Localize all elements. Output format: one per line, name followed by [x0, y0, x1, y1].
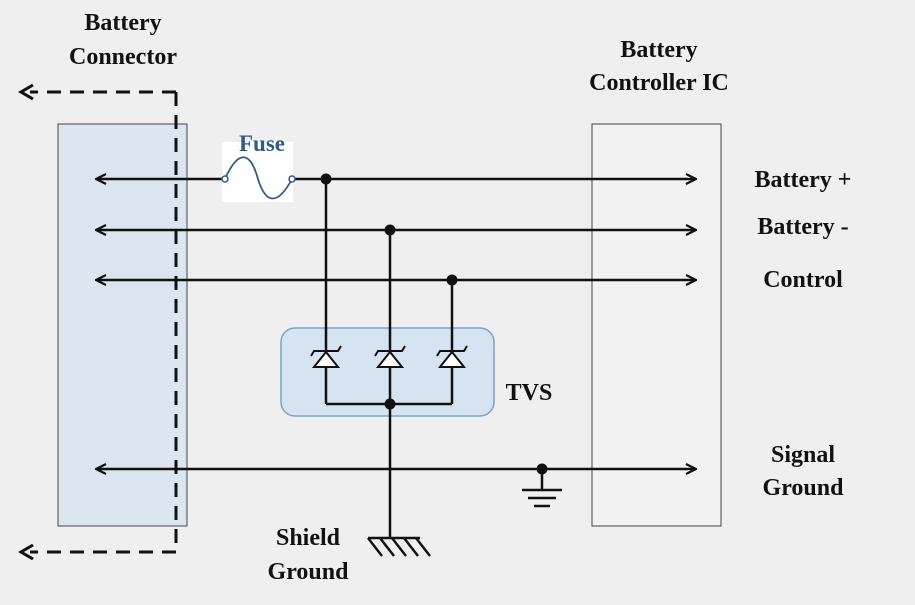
- tvs-diode-3: [436, 345, 468, 368]
- tvs-diode-2: [374, 345, 406, 368]
- fuse-terminal-left: [221, 175, 229, 183]
- connector-dashed-boundary: [30, 90, 178, 554]
- fuse-label: Fuse: [239, 131, 285, 156]
- signal-ground-symbol: [522, 469, 562, 508]
- junction-dot: [446, 274, 458, 286]
- dashed-arrowhead-bottom: [18, 543, 34, 561]
- battery-connector-label-line1: Battery: [84, 10, 161, 36]
- shield-ground-label-line1: Shield: [276, 525, 341, 551]
- tvs-diode-1: [310, 345, 342, 368]
- battery-minus-label: Battery -: [757, 214, 848, 240]
- control-label: Control: [763, 267, 843, 293]
- battery-controller-label-line2: Controller IC: [589, 70, 729, 96]
- signal-ground-label-line1: Signal: [771, 442, 835, 468]
- tvs-label: TVS: [506, 380, 553, 406]
- shield-ground-label-line2: Ground: [268, 559, 350, 585]
- battery-connector-label-line2: Connector: [69, 44, 177, 70]
- battery-connector-box: [57, 123, 188, 527]
- battery-controller-box: [591, 123, 722, 527]
- junction-dot: [384, 224, 396, 236]
- fuse-terminal-right: [288, 175, 296, 183]
- battery-plus-label: Battery +: [755, 167, 852, 193]
- battery-controller-label-line1: Battery: [620, 37, 697, 63]
- junction-dot: [384, 398, 396, 410]
- fuse-symbol: [224, 156, 293, 200]
- junction-dot: [320, 173, 332, 185]
- signal-ground-label-line2: Ground: [763, 475, 845, 501]
- fuse-box: [222, 142, 293, 202]
- shield-ground-symbol: [367, 536, 431, 557]
- dashed-arrowhead-top: [18, 83, 34, 101]
